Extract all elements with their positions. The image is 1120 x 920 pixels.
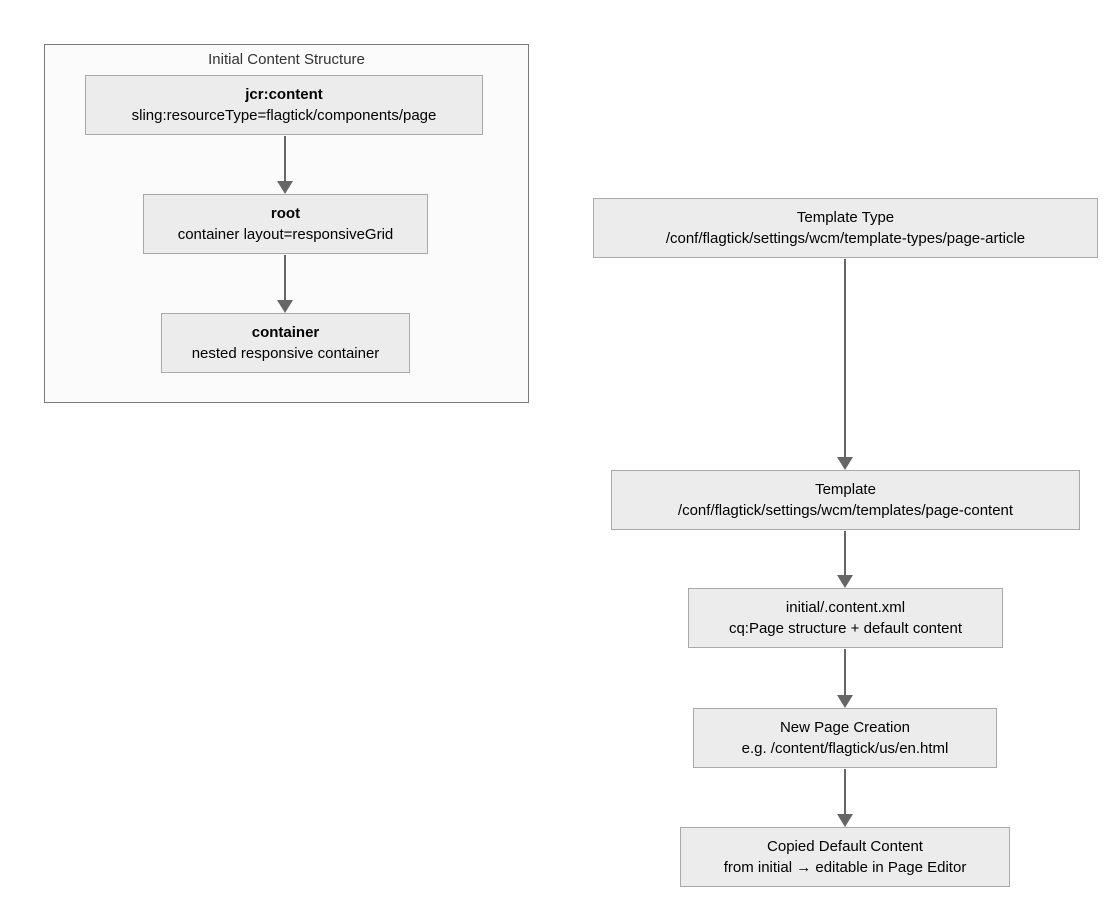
node-container: container nested responsive container <box>161 313 410 373</box>
arrow-new-page-to-copied-icon <box>837 769 853 827</box>
node-subtitle: /conf/flagtick/settings/wcm/template-typ… <box>665 230 1026 247</box>
node-title: Template <box>815 481 876 498</box>
node-subtitle: e.g. /content/flagtick/us/en.html <box>741 740 949 757</box>
node-subtitle: /conf/flagtick/settings/wcm/templates/pa… <box>677 502 1014 519</box>
node-jcr-content: jcr:content sling:resourceType=flagtick/… <box>85 75 483 135</box>
node-new-page-creation: New Page Creation e.g. /content/flagtick… <box>693 708 997 768</box>
cluster-title: Initial Content Structure <box>208 51 365 68</box>
node-copied-default-content: Copied Default Content from initial → ed… <box>680 827 1010 887</box>
node-initial-content-xml: initial/.content.xml cq:Page structure +… <box>688 588 1003 648</box>
node-subtitle: container layout=responsiveGrid <box>177 226 394 243</box>
node-subtitle: sling:resourceType=flagtick/components/p… <box>131 107 437 124</box>
node-subtitle: nested responsive container <box>191 345 380 362</box>
node-subtitle: cq:Page structure + default content <box>728 620 963 637</box>
arrow-template-to-initial-icon <box>837 531 853 588</box>
node-template: Template /conf/flagtick/settings/wcm/tem… <box>611 470 1080 530</box>
node-title: initial/.content.xml <box>785 599 906 616</box>
node-subtitle: from initial → editable in Page Editor <box>723 859 967 876</box>
arrow-initial-to-new-page-icon <box>837 649 853 708</box>
node-template-type: Template Type /conf/flagtick/settings/wc… <box>593 198 1098 258</box>
arrow-template-type-to-template-icon <box>837 259 853 470</box>
node-title: jcr:content <box>245 86 323 103</box>
node-title: New Page Creation <box>779 719 911 736</box>
node-title: container <box>251 324 320 341</box>
node-title: Template Type <box>796 209 895 226</box>
node-root: root container layout=responsiveGrid <box>143 194 428 254</box>
node-title: root <box>270 205 301 222</box>
node-title: Copied Default Content <box>767 838 923 855</box>
